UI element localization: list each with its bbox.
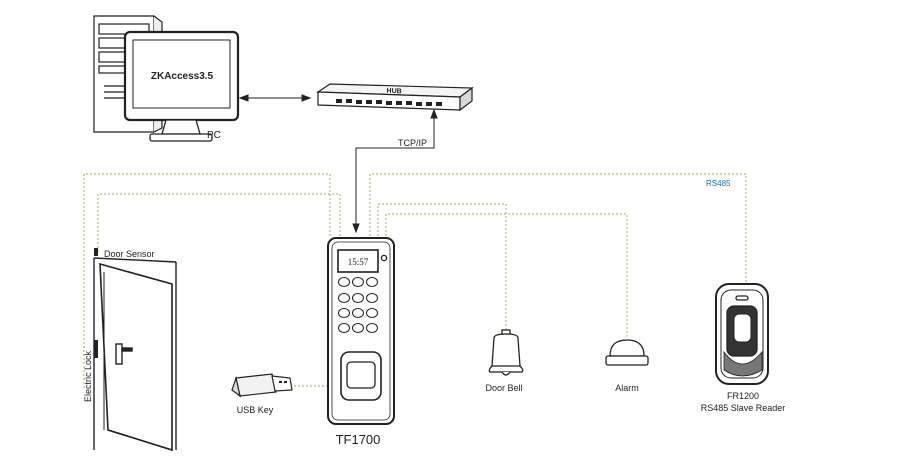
wire-door-bell — [377, 203, 507, 330]
keypad-key — [366, 293, 378, 303]
network-links — [238, 94, 438, 234]
electric-lock-label: Electric Lock — [83, 350, 93, 402]
door-bell-label: Door Bell — [485, 383, 522, 393]
slave-reader-description: RS485 Slave Reader — [701, 403, 786, 413]
terminal-label: TF1700 — [336, 432, 381, 447]
pc-label: PC — [207, 130, 221, 141]
fr1200-slave-reader — [715, 283, 769, 385]
pc-monitor — [123, 30, 240, 142]
hub-device — [316, 83, 474, 112]
wire-alarm — [385, 213, 628, 338]
rs485-label: RS485 — [706, 179, 731, 188]
keypad-key — [352, 308, 364, 318]
pc-screen-text: ZKAccess3.5 — [151, 71, 214, 82]
hub-label: HUB — [386, 88, 402, 96]
alarm-label: Alarm — [615, 383, 639, 393]
keypad-key — [338, 293, 350, 303]
slave-reader-model: FR1200 — [727, 391, 759, 401]
keypad-key — [366, 277, 378, 287]
keypad-key — [338, 323, 350, 333]
keypad-key — [366, 308, 378, 318]
wire-rs485 — [369, 173, 747, 282]
dotted-wiring — [83, 173, 747, 390]
alarm — [605, 339, 649, 366]
door — [93, 248, 177, 452]
keypad-key — [352, 277, 364, 287]
keypad-key — [352, 293, 364, 303]
keypad-key — [338, 308, 350, 318]
wire-electric-lock — [83, 173, 331, 390]
usb-key-label: USB Key — [237, 405, 274, 415]
wire-door-sensor — [97, 193, 341, 252]
usb-key — [231, 373, 293, 398]
terminal-clock: 15:57 — [348, 257, 369, 267]
door-bell — [488, 329, 524, 376]
door-sensor-label: Door Sensor — [104, 249, 155, 259]
keypad-key — [366, 323, 378, 333]
tcpip-label: TCP/IP — [398, 138, 427, 148]
keypad-key — [352, 323, 364, 333]
keypad-key — [338, 277, 350, 287]
terminal-keypad — [338, 277, 378, 333]
